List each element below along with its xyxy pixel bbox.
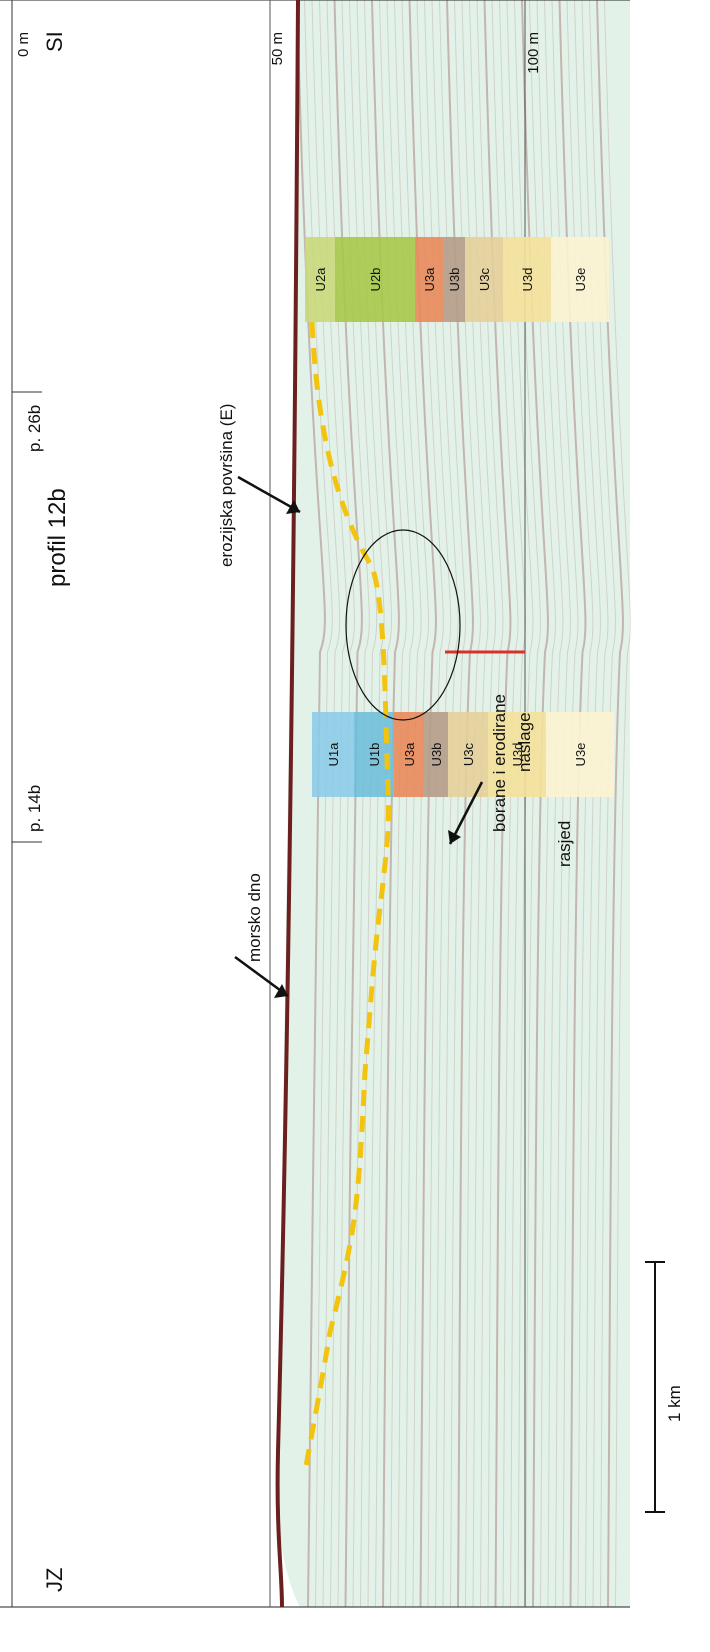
unit-label: U3a <box>422 267 437 292</box>
unit-box <box>448 712 488 797</box>
unit-label: U2a <box>313 267 328 292</box>
reflector-line <box>558 0 587 1608</box>
reflector-line <box>551 0 579 1608</box>
reflector-line <box>596 0 624 1608</box>
crossing-label-14b: p. 14b <box>25 785 44 832</box>
unit-label: U3b <box>429 743 444 767</box>
unit-box <box>415 237 443 322</box>
reflector-line <box>536 0 564 1608</box>
reflector-line <box>379 0 407 1608</box>
end-label-right: SI <box>42 31 67 52</box>
reflector-line <box>483 0 512 1608</box>
unit-box <box>305 237 335 322</box>
erosion-surface-line <box>302 321 391 1473</box>
unit-label: U3c <box>461 742 476 766</box>
reflector-line <box>424 0 452 1608</box>
unit-column-left: U1a U1b U3a U3b U3c U3d U3e <box>312 712 614 797</box>
depth-label-0: 0 m <box>15 32 32 57</box>
reflector-line <box>476 0 504 1608</box>
crossing-label-26b: p. 26b <box>25 405 44 452</box>
unit-box <box>312 712 354 797</box>
reflector-line <box>589 0 616 1608</box>
label-seafloor: morsko dno <box>245 873 264 962</box>
reflector-line <box>356 0 385 1608</box>
reflector-line <box>349 0 378 1608</box>
reflector-line <box>401 0 430 1608</box>
arrow-erosion <box>237 475 301 514</box>
reflector-line <box>454 0 481 1608</box>
unit-label: U3a <box>402 742 417 767</box>
profile-title: profil 12b <box>44 488 71 587</box>
reflector-layers <box>296 0 631 1608</box>
arrow-folded <box>448 781 484 845</box>
label-fault: rasjed <box>555 821 574 867</box>
reflector-line <box>319 0 348 1608</box>
unit-label: U3b <box>447 268 462 292</box>
reflector-line <box>574 0 601 1608</box>
reflector-line <box>386 0 415 1608</box>
reflector-line <box>521 0 549 1608</box>
reflector-line <box>514 0 541 1608</box>
unit-box <box>551 237 609 322</box>
reflector-line <box>341 0 370 1608</box>
unit-box <box>503 237 551 322</box>
unit-label: U1a <box>326 742 341 767</box>
label-folded-1: borane i erodirane <box>490 694 509 832</box>
unit-label: U1b <box>367 743 382 767</box>
reflector-line <box>394 0 422 1608</box>
unit-label: U3e <box>573 268 588 292</box>
unit-label: U3d <box>520 268 535 292</box>
sediment-body <box>277 0 630 1607</box>
reflector-line <box>604 0 631 1608</box>
unit-box <box>443 237 465 322</box>
reflector-line <box>499 0 526 1608</box>
reflector-line <box>439 0 467 1608</box>
reflector-line <box>461 0 489 1608</box>
depth-label-50: 50 m <box>269 32 286 65</box>
reflector-line <box>566 0 594 1608</box>
unit-box <box>424 712 448 797</box>
depth-label-100: 100 m <box>525 32 542 74</box>
label-folded-2: naslage <box>515 712 534 772</box>
reflector-line <box>296 0 326 1608</box>
unit-box <box>335 237 415 322</box>
scale-bar <box>645 1261 665 1513</box>
reflector-line <box>491 0 519 1608</box>
reflector-line <box>581 0 609 1608</box>
reflector-line <box>311 0 341 1608</box>
reflector-line <box>371 0 400 1608</box>
reflector-line <box>431 0 459 1608</box>
scale-bar-label: 1 km <box>665 1385 684 1422</box>
seafloor-line <box>275 0 300 1608</box>
reflector-line <box>326 0 355 1608</box>
reflector-line <box>408 0 437 1608</box>
label-erosion: erozijska površina (E) <box>217 404 236 567</box>
unit-box <box>546 712 614 797</box>
unit-column-right: U2a U2b U3a U3b U3c U3d U3e <box>305 237 609 322</box>
reflector-line <box>544 0 571 1608</box>
unit-label: U3e <box>573 743 588 767</box>
folded-strata-ellipse <box>345 529 461 721</box>
unit-box <box>465 237 503 322</box>
unit-box <box>488 712 546 797</box>
unit-box <box>394 712 424 797</box>
reflector-line <box>333 0 363 1608</box>
unit-label: U3c <box>477 267 492 291</box>
reflector-line <box>416 0 444 1608</box>
reflector-line <box>529 0 556 1608</box>
reflector-line <box>469 0 496 1608</box>
unit-label: U2b <box>368 268 383 292</box>
reflector-line <box>446 0 474 1608</box>
end-label-left: JZ <box>42 1568 67 1592</box>
arrow-seafloor <box>234 955 289 998</box>
reflector-line <box>506 0 534 1608</box>
unit-label: U3d <box>510 743 525 767</box>
